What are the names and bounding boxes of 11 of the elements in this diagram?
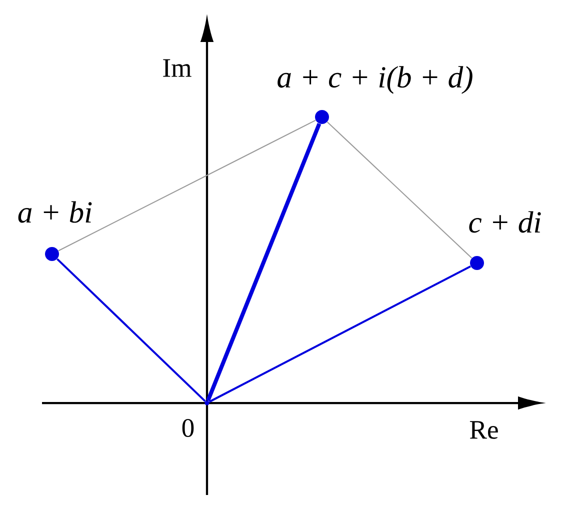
parallelogram-side (58, 120, 316, 252)
point-label: a + bi (18, 201, 92, 223)
parallelogram-side (326, 122, 472, 258)
point-label: 0 (182, 419, 194, 437)
point-label: a + c + i(b + d) (278, 66, 472, 94)
point-dot (45, 247, 59, 261)
point-dot (470, 256, 484, 270)
axis-label: Im (163, 59, 192, 77)
point-dot (315, 110, 329, 124)
axis-label: Re (470, 421, 498, 439)
point-label: c + di (469, 211, 541, 233)
